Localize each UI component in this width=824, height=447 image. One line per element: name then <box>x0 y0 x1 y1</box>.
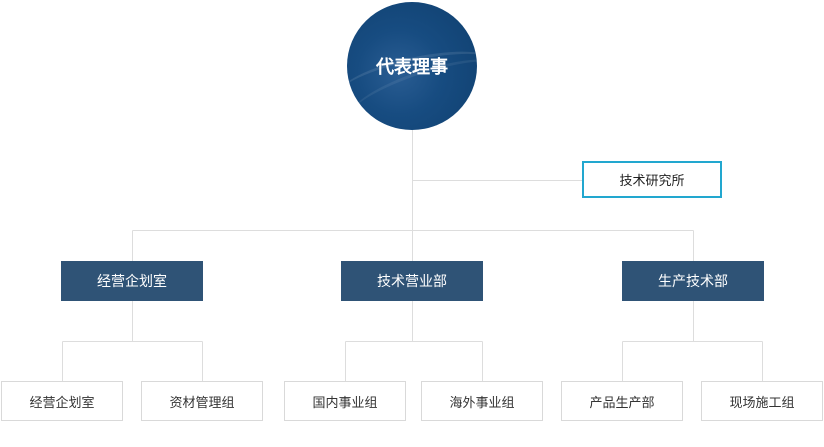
department-node-1: 经营企划室 <box>61 261 203 301</box>
team-label: 资材管理组 <box>169 395 235 411</box>
team-node: 国内事业组 <box>284 381 406 421</box>
team-label: 海外事业组 <box>449 395 515 411</box>
team-label: 经营企划室 <box>29 395 95 411</box>
team-node: 产品生产部 <box>561 381 683 421</box>
team-node: 经营企划室 <box>1 381 123 421</box>
team-node: 海外事业组 <box>421 381 543 421</box>
team-node: 资材管理组 <box>141 381 263 421</box>
department-label: 经营企划室 <box>97 274 167 290</box>
institute-node-label: 技术研究所 <box>619 174 685 189</box>
department-label: 技术营业部 <box>377 274 447 290</box>
department-node-3: 生产技术部 <box>622 261 764 301</box>
department-node-2: 技术营业部 <box>341 261 483 301</box>
root-node-label: 代表理事 <box>376 57 448 78</box>
team-node: 现场施工组 <box>701 381 823 421</box>
root-node-circle: 代表理事 <box>347 2 477 130</box>
institute-node: 技术研究所 <box>582 161 722 198</box>
team-label: 现场施工组 <box>729 395 795 411</box>
team-label: 产品生产部 <box>589 395 655 411</box>
team-label: 国内事业组 <box>312 395 378 411</box>
department-label: 生产技术部 <box>658 274 728 290</box>
